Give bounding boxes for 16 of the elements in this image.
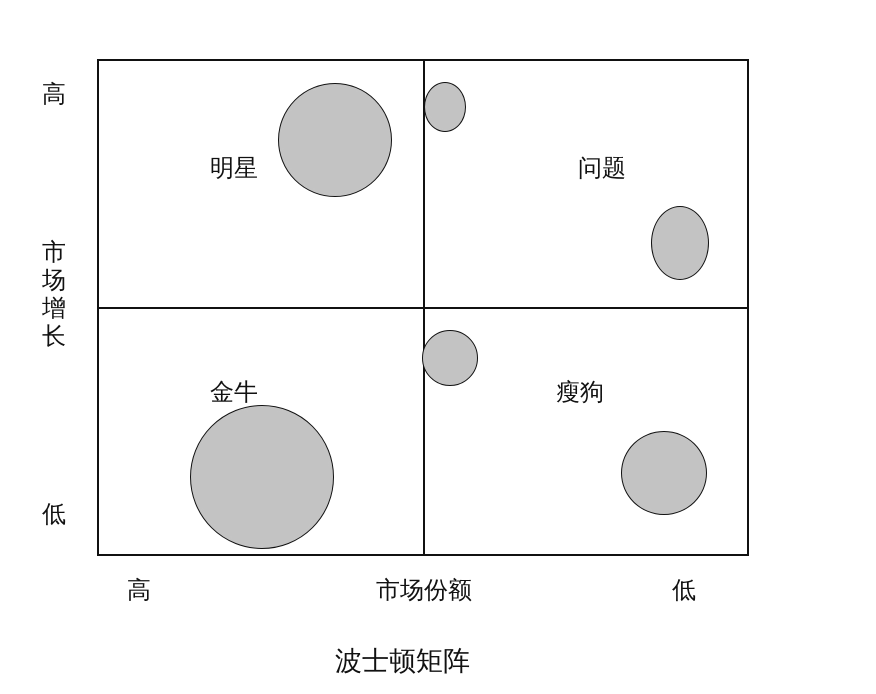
quadrant-label: 瘦狗 — [556, 380, 604, 404]
quadrant-box — [423, 59, 749, 309]
axis-title: 市场份额 — [376, 578, 472, 602]
axis-tick-label: 高 — [42, 82, 66, 106]
axis-tick-label: 高 — [127, 578, 151, 602]
quadrant-label: 明星 — [210, 156, 258, 180]
quadrant-label: 问题 — [578, 156, 626, 180]
quadrant-box — [97, 307, 425, 556]
quadrant-label: 金牛 — [210, 380, 258, 404]
caption: 波士顿矩阵 — [335, 648, 470, 675]
quadrant-box — [97, 59, 425, 309]
bubble-circle — [424, 82, 466, 132]
axis-title: 市场增长 — [42, 238, 67, 350]
axis-tick-label: 低 — [42, 502, 66, 526]
quadrant-box — [423, 307, 749, 556]
axis-tick-label: 低 — [672, 578, 696, 602]
